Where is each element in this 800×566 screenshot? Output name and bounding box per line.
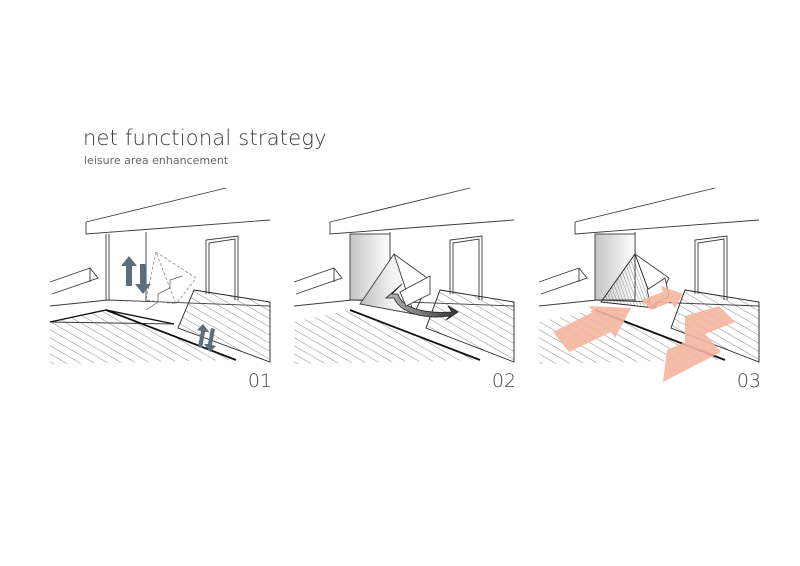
panel-number: 03 — [736, 370, 761, 392]
panel-03-drawing — [538, 187, 760, 382]
deck-floor — [177, 289, 271, 363]
panel-number: 02 — [491, 370, 516, 392]
deck-floor-lower — [294, 310, 480, 364]
diagram-panel-03: 03 — [535, 182, 775, 397]
diagram-panel-01: 01 — [46, 182, 286, 397]
page-subtitle: leisure area enhancement — [84, 154, 229, 167]
panel-number: 01 — [247, 370, 272, 392]
rotate-arrow-icon — [384, 283, 459, 321]
diagram-panel-02: 02 — [290, 182, 530, 397]
panel-02-drawing — [293, 187, 515, 364]
arrows-updown-icon — [121, 256, 151, 294]
arrows-swap-icon — [197, 324, 216, 352]
stair-block — [145, 275, 183, 311]
hatched-pyramid — [600, 253, 656, 309]
page-title: net functional strategy — [83, 126, 327, 150]
panel-01-drawing — [49, 187, 271, 364]
pyramid-outline — [145, 251, 197, 305]
salmon-arrows-icon — [553, 286, 735, 382]
deck-floor-lower — [50, 310, 236, 364]
pivot-panel — [399, 275, 431, 307]
